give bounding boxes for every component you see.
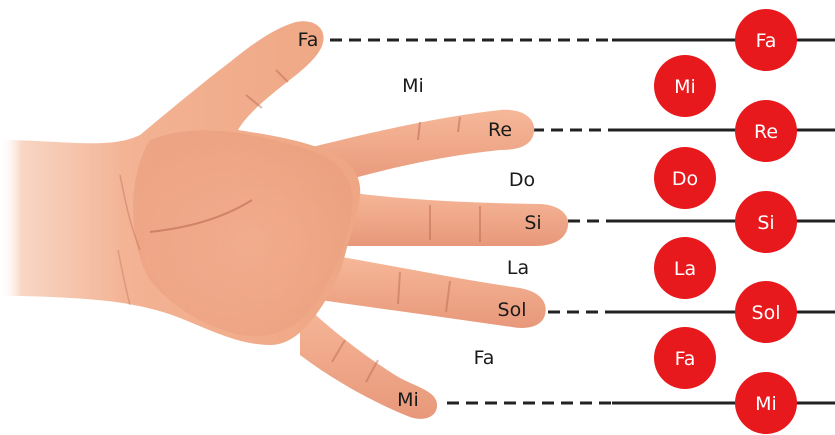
space-note-3: La [654, 237, 716, 299]
fingertip-label-pinky: Mi [397, 389, 419, 411]
line-note-4: Sol [735, 281, 797, 343]
gap-label-thumb-index: Mi [402, 75, 424, 97]
note-label: Re [754, 121, 778, 143]
note-label: Mi [755, 393, 777, 415]
space-note-1: Mi [654, 55, 716, 117]
gap-label-ring-pinky: Fa [474, 347, 495, 369]
space-note-4: Fa [654, 327, 716, 389]
fingertip-label-index: Re [488, 119, 512, 141]
gap-label-middle-ring: La [507, 257, 529, 279]
note-label: Mi [674, 76, 696, 98]
fingertip-label-ring: Sol [498, 299, 527, 321]
line-note-2: Re [735, 100, 797, 162]
fingertip-label-thumb: Fa [298, 29, 319, 51]
staff [612, 40, 835, 403]
note-label: Fa [675, 348, 696, 370]
note-label: Si [757, 212, 774, 234]
line-note-5: Mi [735, 372, 797, 434]
fingertip-label-middle: Si [524, 212, 541, 234]
note-label: Fa [756, 30, 777, 52]
note-label: Do [672, 168, 698, 190]
space-note-2: Do [654, 147, 716, 209]
line-note-1: Fa [735, 9, 797, 71]
note-label: La [674, 258, 696, 280]
line-note-3: Si [735, 191, 797, 253]
note-label: Sol [752, 302, 781, 324]
gap-label-index-middle: Do [509, 169, 535, 191]
